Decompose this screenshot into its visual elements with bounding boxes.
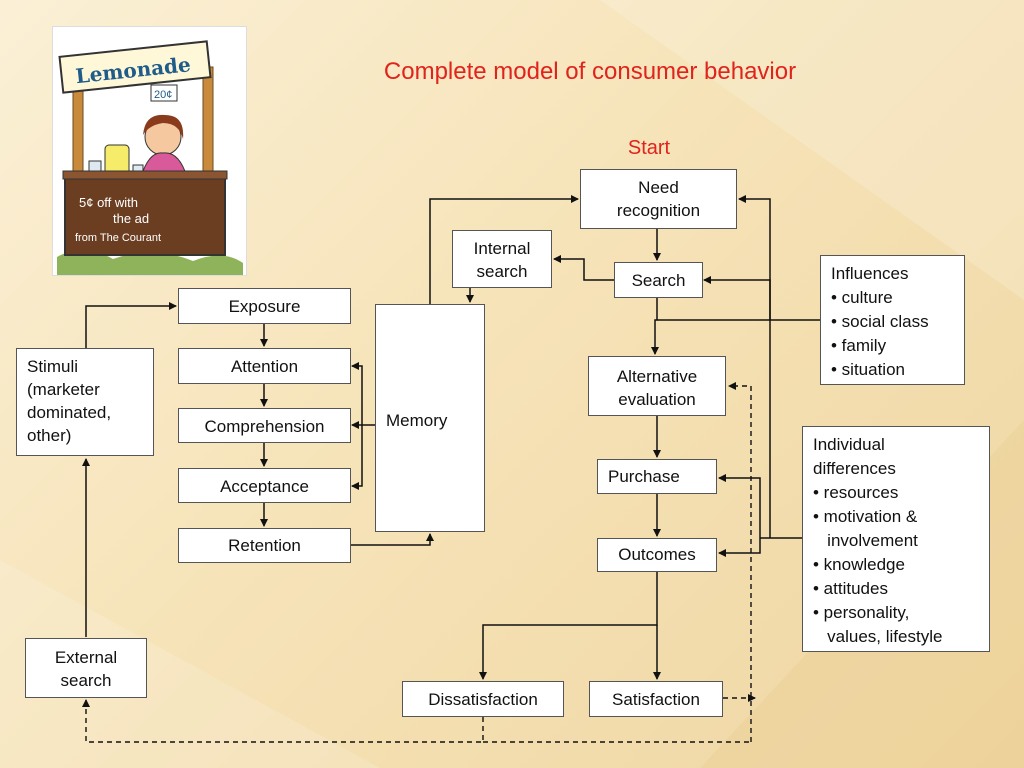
counter-text-line2: the ad — [113, 211, 149, 226]
difference-item: • knowledge — [813, 555, 905, 574]
individual-differences-heading: differences — [813, 459, 896, 478]
difference-item: involvement — [813, 531, 918, 550]
retention-box: Retention — [178, 528, 351, 563]
influence-item: • social class — [831, 312, 929, 331]
stimuli-box: Stimuli (marketer dominated, other) — [16, 348, 154, 456]
satisfaction-box: Satisfaction — [589, 681, 723, 717]
page-title: Complete model of consumer behavior — [383, 58, 797, 85]
alternative-evaluation-box: Alternative evaluation — [588, 356, 726, 416]
influence-item: • culture — [831, 288, 893, 307]
memory-box: Memory — [375, 304, 485, 532]
counter-text-line1: 5¢ off with — [79, 195, 138, 210]
influence-item: • family — [831, 336, 887, 355]
dissatisfaction-box: Dissatisfaction — [402, 681, 564, 717]
internal-search-box: Internal search — [452, 230, 552, 288]
price-tag: 20¢ — [154, 89, 172, 101]
individual-differences-box: Individual differences • resources • mot… — [802, 426, 990, 652]
difference-item: • personality, — [813, 603, 910, 622]
difference-item: values, lifestyle — [813, 627, 943, 646]
purchase-box: Purchase — [597, 459, 717, 494]
individual-differences-heading: Individual — [813, 435, 885, 454]
attention-box: Attention — [178, 348, 351, 384]
influence-item: • situation — [831, 360, 905, 379]
need-recognition-box: Need recognition — [580, 169, 737, 229]
comprehension-box: Comprehension — [178, 408, 351, 443]
acceptance-box: Acceptance — [178, 468, 351, 503]
influences-heading: Influences — [831, 264, 909, 283]
exposure-box: Exposure — [178, 288, 351, 324]
lemonade-stand-illustration: Lemonade 20¢ 5¢ off with the ad from The… — [52, 26, 247, 276]
difference-item: • attitudes — [813, 579, 888, 598]
difference-item: • resources — [813, 483, 899, 502]
outcomes-box: Outcomes — [597, 538, 717, 572]
external-search-box: External search — [25, 638, 147, 698]
start-label: Start — [627, 137, 671, 159]
difference-item: • motivation & — [813, 507, 918, 526]
search-box: Search — [614, 262, 703, 298]
influences-box: Influences • culture • social class • fa… — [820, 255, 965, 385]
counter-text-line3: from The Courant — [75, 232, 161, 244]
